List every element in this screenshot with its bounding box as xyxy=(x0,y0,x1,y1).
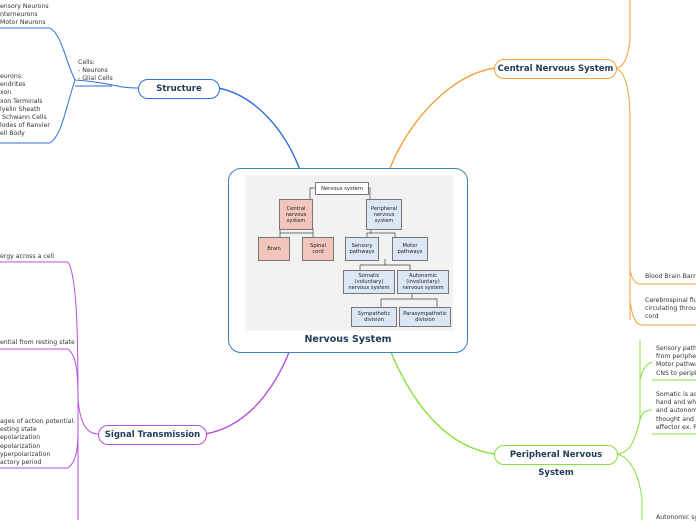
diagram-node-sensory: Sensory pathways xyxy=(345,237,379,261)
subtopic-energy[interactable]: ergy across a cell xyxy=(0,253,55,260)
topic-signal-transmission[interactable]: Signal Transmission xyxy=(98,425,207,445)
connector-signal-stages xyxy=(67,429,79,469)
diagram-node-root: Nervous system xyxy=(315,182,369,195)
subtopic-blood-brain-barrier[interactable]: Blood Brain Barrie xyxy=(645,273,696,280)
connector-signal-energy xyxy=(67,261,79,401)
topic-central-nervous-system[interactable]: Central Nervous System xyxy=(494,59,617,79)
connector-center-cns xyxy=(389,67,496,169)
diagram-node-brain: Brain xyxy=(258,237,290,261)
subtopic-potential[interactable]: ential from resting state xyxy=(0,339,75,346)
subtopic-somatic-autonomic[interactable]: Somatic is act hand and whe and autonomi… xyxy=(656,391,696,431)
connector-structure-cells xyxy=(74,79,139,89)
diagram-node-spinal-cord: Spinal cord xyxy=(302,237,334,261)
subtopic-autonomic-system[interactable]: Autonomic sy xyxy=(656,514,696,521)
connector-center-structure xyxy=(217,87,301,171)
subtopic-cells[interactable]: Cells: - Neurons - Glial Cells xyxy=(78,59,113,83)
topic-structure[interactable]: Structure xyxy=(138,79,220,99)
diagram-node-central: Central nervous system xyxy=(279,199,313,230)
central-topic-card[interactable]: Nervous system Central nervous system Br… xyxy=(228,168,468,353)
connector-pns-main xyxy=(615,340,641,455)
diagram-node-somatic: Somatic (voluntary) nervous system xyxy=(343,270,395,294)
connector-center-pns xyxy=(389,349,496,455)
connector-pns-pathways xyxy=(639,361,653,381)
connector-pns-somatic xyxy=(639,409,653,421)
connector-cns-main xyxy=(614,0,631,69)
subtopic-action-potential-stages[interactable]: ages of action potential: esting state e… xyxy=(0,418,76,467)
diagram-node-motor: Motor pathways xyxy=(392,237,428,261)
connector-cells-neuronparts xyxy=(49,79,76,144)
connector-center-signal xyxy=(204,349,291,435)
subtopic-neuron-parts[interactable]: eurons: endrites xon xon Terminals lyeli… xyxy=(0,73,50,138)
subtopic-neuron-types[interactable]: ensory Neurons nterneurons Motor Neurons xyxy=(0,3,49,27)
connector-pns-autonomic xyxy=(615,453,643,520)
connector-cns-down xyxy=(614,67,631,320)
diagram-node-parasympathetic: Parasympathetic division xyxy=(399,307,451,327)
nervous-system-hierarchy-image: Nervous system Central nervous system Br… xyxy=(245,175,453,331)
diagram-node-peripheral: Peripheral nervous system xyxy=(366,199,402,230)
connector-cells-neurontypes xyxy=(49,27,76,81)
central-topic-title: Nervous System xyxy=(304,334,392,345)
connector-cns-csf xyxy=(629,299,696,326)
topic-peripheral-nervous-system[interactable]: Peripheral Nervous System xyxy=(494,445,618,478)
diagram-node-sympathetic: Sympathetic division xyxy=(351,307,397,327)
subtopic-pathways[interactable]: Sensory pathw from peripher Motor pathwa… xyxy=(656,345,696,377)
connector-cns-bbb xyxy=(629,269,641,285)
diagram-node-autonomic: Autonomic (involuntary) nervous system xyxy=(397,270,449,294)
subtopic-cerebrospinal-fluid[interactable]: Cerebrospinal fluid circulating through … xyxy=(645,297,696,321)
connector-signal-main xyxy=(77,399,99,520)
connector-signal-potential xyxy=(67,348,79,401)
